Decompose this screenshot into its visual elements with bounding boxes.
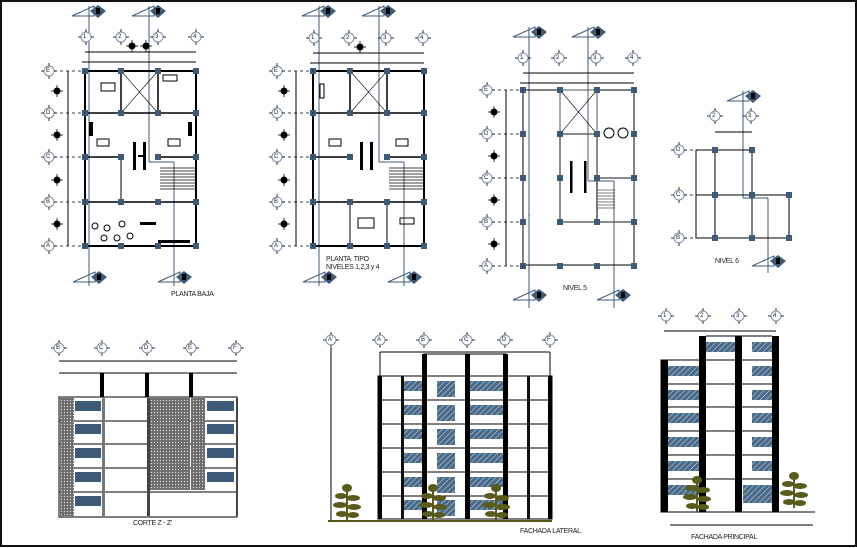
corte-col-grid-bubble: C (99, 345, 104, 351)
planta-baja-col-grid-bubble: 3 (155, 34, 159, 40)
corte-col-grid-bubble: F (233, 345, 237, 351)
planta-tipo-row-grid-bubble: C (274, 154, 279, 160)
fachada-lateral-col-grid-bubble: B (421, 337, 425, 343)
planta-baja-row-grid-bubble: B (46, 199, 50, 205)
fachada-lateral-col-grid-bubble: A' (328, 337, 333, 343)
corte-col-grid-bubble: E (188, 345, 192, 351)
planta-baja-title: PLANTA BAJA (171, 291, 214, 298)
planta-tipo-row-grid-bubble: A (274, 243, 278, 249)
fachada-lateral-col-grid-bubble: A (377, 337, 381, 343)
fachada-lateral-col-grid-bubble: D (502, 337, 507, 343)
corte-col-grid-bubble: D (144, 345, 149, 351)
nivel-5-row-grid-bubble: A (484, 263, 488, 269)
planta-tipo-col-grid-bubble: 4 (420, 35, 424, 41)
nivel-5-row-grid-bubble: C (484, 175, 489, 181)
nivel-5-row-grid-bubble: E (484, 87, 488, 93)
nivel-5-col-grid-bubble: 2 (556, 55, 560, 61)
planta-baja-plan (40, 4, 205, 286)
planta-baja-row-grid-bubble: D (46, 110, 51, 116)
nivel-5-row-grid-bubble: B (484, 219, 488, 225)
nivel-6-row-grid-bubble: C (676, 192, 681, 198)
planta-baja-row-grid-bubble: C (46, 154, 51, 160)
fachada-principal-elevation (657, 307, 815, 526)
planta-tipo-title: PLANTA TIPO (326, 256, 369, 263)
fachada-lateral-title: FACHADA LATERAL (520, 528, 581, 535)
fachada-lateral-col-grid-bubble: C (464, 337, 469, 343)
corte-col-grid-bubble: B (56, 345, 60, 351)
nivel-5-col-grid-bubble: 1 (520, 55, 524, 61)
planta-tipo-row-grid-bubble: B (274, 199, 278, 205)
fachada-principal-col-grid-bubble: 4 (773, 313, 777, 319)
nivel-5-col-grid-bubble: 3 (593, 55, 597, 61)
planta-tipo-row-grid-bubble: E (274, 68, 278, 74)
nivel-6-plan (670, 89, 792, 273)
planta-baja-col-grid-bubble: 1 (83, 34, 87, 40)
nivel-6-row-grid-bubble: B (676, 235, 680, 241)
corte-section (50, 339, 245, 518)
nivel-6-col-grid-bubble: 2 (712, 113, 716, 119)
fachada-principal-col-grid-bubble: 3 (736, 313, 740, 319)
fachada-lateral-col-grid-bubble: F (547, 337, 551, 343)
planta-baja-col-grid-bubble: 2 (118, 34, 122, 40)
nivel-5-col-grid-bubble: 4 (630, 55, 634, 61)
planta-baja-row-grid-bubble: E (46, 68, 50, 74)
planta-baja-col-grid-bubble: 4 (193, 34, 197, 40)
fachada-principal-col-grid-bubble: 1 (663, 313, 667, 319)
nivel-6-col-grid-bubble: 3 (748, 113, 752, 119)
nivel-6-title: NIVEL 6 (715, 258, 739, 265)
fachada-principal-col-grid-bubble: 2 (700, 313, 704, 319)
planta-tipo-col-grid-bubble: 2 (346, 35, 350, 41)
nivel-5-plan (478, 25, 642, 308)
fachada-principal-title: FACHADA PRINCIPAL (691, 534, 757, 541)
planta-tipo-row-grid-bubble: D (274, 110, 279, 116)
nivel-5-row-grid-bubble: D (484, 131, 489, 137)
planta-tipo-subtitle: NIVELES 1,2,3 y 4 (326, 264, 380, 271)
nivel-5-title: NIVEL 5 (563, 285, 587, 292)
corte-title: CORTE Z - Z' (133, 520, 172, 527)
planta-tipo-col-grid-bubble: 1 (311, 35, 315, 41)
fachada-lateral-elevation (322, 331, 559, 522)
planta-tipo-plan (268, 4, 432, 286)
nivel-6-row-grid-bubble: D (676, 147, 681, 153)
planta-tipo-col-grid-bubble: 3 (383, 35, 387, 41)
planta-baja-row-grid-bubble: A (46, 243, 50, 249)
